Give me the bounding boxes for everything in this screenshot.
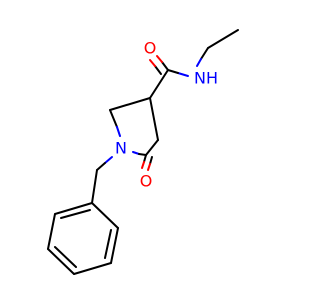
bond-ph-c3-c4 [73, 262, 112, 275]
bond-carbonyl-ring [149, 69, 169, 99]
bond-ph-c2-c3 [110, 227, 119, 264]
bond-ph-inner-1 [104, 229, 112, 259]
bond-n-ch2-n-half [104, 156, 113, 164]
bond-ph-inner-3 [60, 209, 91, 219]
bond-amide-cn-n-half [177, 72, 189, 77]
bond-lactam-co-2-c-half [149, 156, 153, 165]
bond-ring-c3-c2 [109, 97, 151, 111]
bond-ethyl-cn-n-half [196, 58, 202, 67]
bond-ring-c3-c4 [149, 97, 159, 141]
bond-ch2-phenyl [91, 169, 98, 204]
bond-n-ch2-c-half [96, 162, 106, 171]
atom-label-nh-amide: NH [194, 69, 218, 88]
bond-amide-cn-c-half [167, 69, 179, 74]
atom-label-oxygen-lactam: O [140, 172, 153, 191]
bond-ph-c6-c1 [54, 202, 93, 215]
atom-label-nitrogen-ring: N [115, 139, 127, 158]
bond-ethyl-cc [207, 29, 239, 49]
bond-ph-c5-c6 [47, 213, 56, 250]
structure-canvas: O NH N O [47, 29, 239, 275]
bond-ring-n-c5-c-half [138, 153, 147, 156]
bond-ph-inner-2 [54, 246, 77, 268]
bond-ring-c2-n-n-half [116, 126, 121, 137]
bond-amide-co-2-c-half [154, 65, 162, 75]
bond-ring-n-c5-n-half [132, 151, 140, 155]
bond-ethyl-cn-c-half [200, 47, 209, 60]
bond-ring-c2-n-c-half [109, 109, 118, 128]
atom-label-oxygen-amide: O [144, 39, 157, 58]
bond-amide-co-2-o-half [149, 59, 156, 67]
bond-amide-co-1-o-half [156, 55, 163, 63]
bond-lactam-co-1-c-half [143, 154, 147, 163]
bond-amide-co-1-c-half [161, 61, 169, 71]
bond-lactam-co-1-o-half [141, 161, 145, 169]
bond-ph-c4-c5 [47, 248, 75, 275]
bond-ring-c4-c5 [145, 139, 159, 156]
bond-lactam-co-2-o-half [147, 163, 151, 171]
bond-ph-c1-c2 [91, 202, 119, 229]
